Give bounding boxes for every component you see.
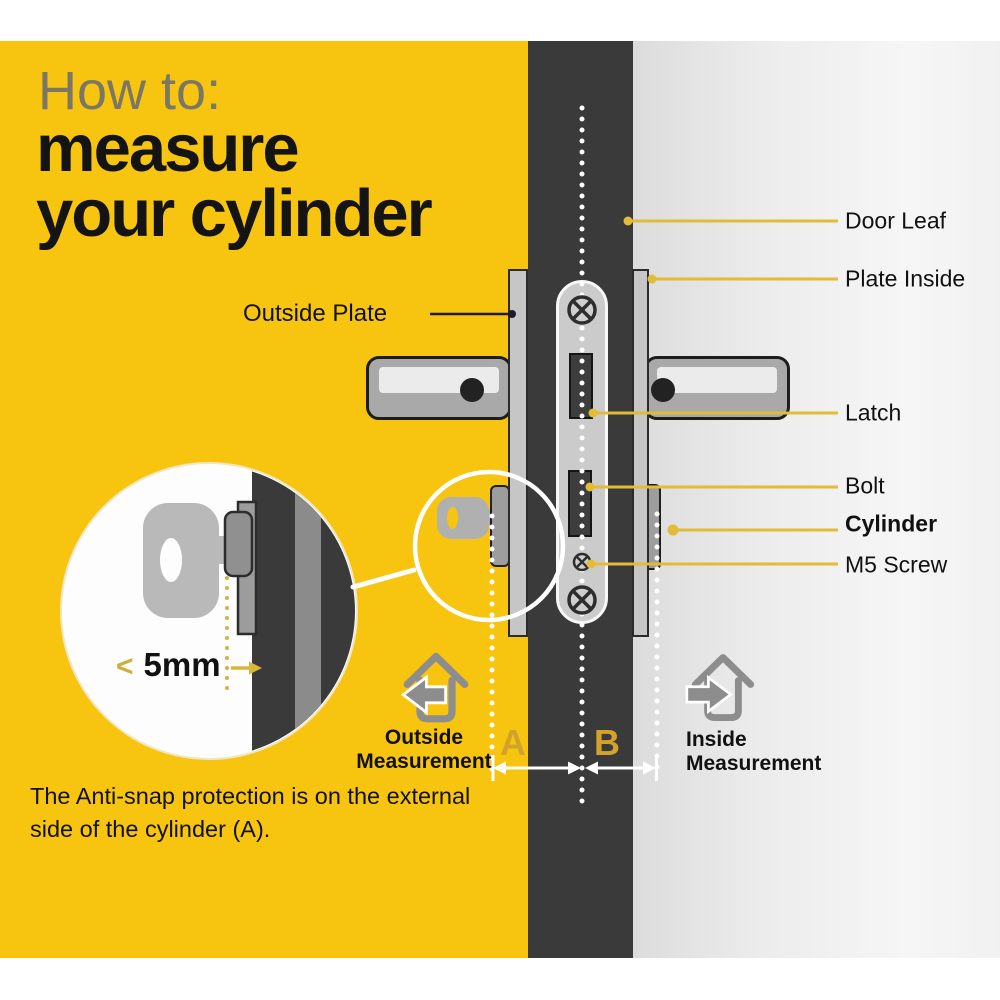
protrusion-value: 5mm	[143, 646, 221, 683]
handle-fixing-dot	[460, 378, 484, 402]
bolt-label: Bolt	[845, 472, 885, 499]
latch-label: Latch	[845, 399, 902, 426]
door-leaf-label: Door Leaf	[845, 207, 947, 234]
title-prefix: How to:	[38, 61, 222, 121]
outside-measurement-label: Outside Measurement	[334, 726, 514, 774]
inside-plate	[632, 269, 649, 637]
measurement-b-label: B	[594, 722, 620, 763]
key-icon	[437, 497, 489, 539]
outside-plate-label: Outside Plate	[243, 300, 388, 327]
title-line1: measure	[36, 111, 300, 186]
bolt	[568, 470, 592, 537]
house-arrow-left-icon	[396, 644, 476, 728]
key-hole	[447, 507, 458, 529]
top-white-band	[0, 0, 1000, 41]
measurement-word: Measurement	[686, 752, 822, 776]
inside-measurement-label: Inside Measurement	[686, 728, 821, 776]
handle-highlight	[657, 367, 777, 393]
latch	[569, 353, 593, 419]
anti-snap-footnote: The Anti-snap protection is on the exter…	[30, 783, 471, 842]
m5-screw-label: M5 Screw	[845, 551, 948, 578]
house-arrow-right-icon	[684, 646, 762, 726]
cylinder-label: Cylinder	[845, 510, 938, 537]
plate-inside-label: Plate Inside	[845, 265, 966, 292]
cylinder-outside-profile	[490, 485, 510, 567]
protrusion-measurement: <5mm	[116, 646, 221, 684]
outside-word: Outside	[384, 726, 464, 749]
inside-handle	[644, 356, 790, 420]
title-line2: your cylinder	[36, 176, 433, 251]
page-title: measure your cylinder	[36, 111, 433, 251]
measurement-a-label: A	[500, 722, 526, 763]
handle-fixing-dot	[651, 378, 675, 402]
inside-word: Inside	[686, 728, 747, 751]
measurement-word: Measurement	[356, 750, 492, 774]
outside-plate	[508, 269, 528, 637]
bottom-white-band	[0, 958, 1000, 1000]
lock-faceplate	[556, 280, 608, 624]
outside-handle	[366, 356, 512, 420]
less-than-sign: <	[116, 650, 134, 683]
inside-wall-panel	[633, 41, 1000, 958]
